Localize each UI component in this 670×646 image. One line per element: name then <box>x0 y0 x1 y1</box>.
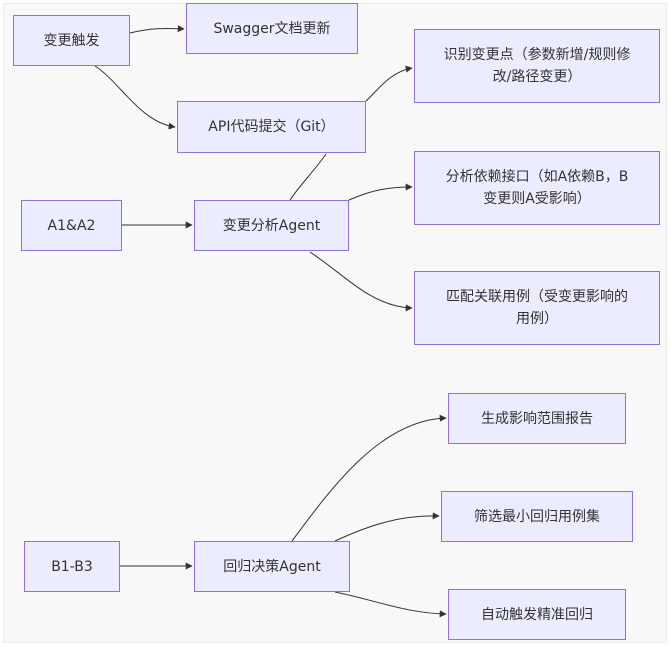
edge-decision-to-minimal <box>334 512 440 542</box>
node-change-trigger-label: 变更触发 <box>43 32 100 49</box>
node-generate-report-label: 生成影响范围报告 <box>481 410 593 427</box>
node-identify-changes-label: 识别变更点（参数新增/规则修改/路径变更） <box>443 47 631 85</box>
edge-decision-to-report <box>291 414 447 542</box>
node-match-test-cases: 匹配关联用例（受变更影响的用例） <box>414 271 660 345</box>
edge-api-commit-to-identify <box>365 65 413 102</box>
node-select-minimal-set: 筛选最小回归用例集 <box>441 491 633 542</box>
node-auto-trigger-regression: 自动触发精准回归 <box>448 589 626 640</box>
edge-decision-to-auto <box>334 591 447 618</box>
node-api-commit-label: API代码提交（Git） <box>208 119 335 135</box>
node-b1-b3: B1-B3 <box>24 541 120 592</box>
node-a1-a2: A1&A2 <box>21 200 122 251</box>
node-swagger-update-label: Swagger文档更新 <box>213 20 331 37</box>
node-analyze-dependencies: 分析依赖接口（如A依赖B，B变更则A受影响） <box>414 151 660 225</box>
node-a1-a2-label: A1&A2 <box>47 217 96 234</box>
node-generate-report: 生成影响范围报告 <box>448 393 626 444</box>
edge-analysis-to-dependencies <box>348 183 413 201</box>
node-api-commit: API代码提交（Git） <box>177 101 366 153</box>
node-change-analysis-agent: 变更分析Agent <box>194 200 349 251</box>
node-change-trigger: 变更触发 <box>13 15 130 66</box>
node-identify-changes: 识别变更点（参数新增/规则修改/路径变更） <box>414 29 660 103</box>
node-analyze-dependencies-label: 分析依赖接口（如A依赖B，B变更则A受影响） <box>445 169 629 207</box>
node-swagger-update: Swagger文档更新 <box>186 3 358 54</box>
node-match-test-cases-label: 匹配关联用例（受变更影响的用例） <box>446 289 628 327</box>
edge-trigger-to-api-commit <box>94 65 176 130</box>
edge-analysis-to-match <box>309 251 413 312</box>
node-regression-decision-agent-label: 回归决策Agent <box>223 558 321 575</box>
edge-trigger-to-swagger <box>129 25 185 34</box>
node-regression-decision-agent: 回归决策Agent <box>194 541 350 592</box>
edge-api-commit-to-analysis <box>289 153 327 201</box>
node-b1-b3-label: B1-B3 <box>51 558 93 575</box>
node-select-minimal-set-label: 筛选最小回归用例集 <box>474 508 600 525</box>
node-auto-trigger-regression-label: 自动触发精准回归 <box>481 606 593 623</box>
node-change-analysis-agent-label: 变更分析Agent <box>222 217 321 234</box>
